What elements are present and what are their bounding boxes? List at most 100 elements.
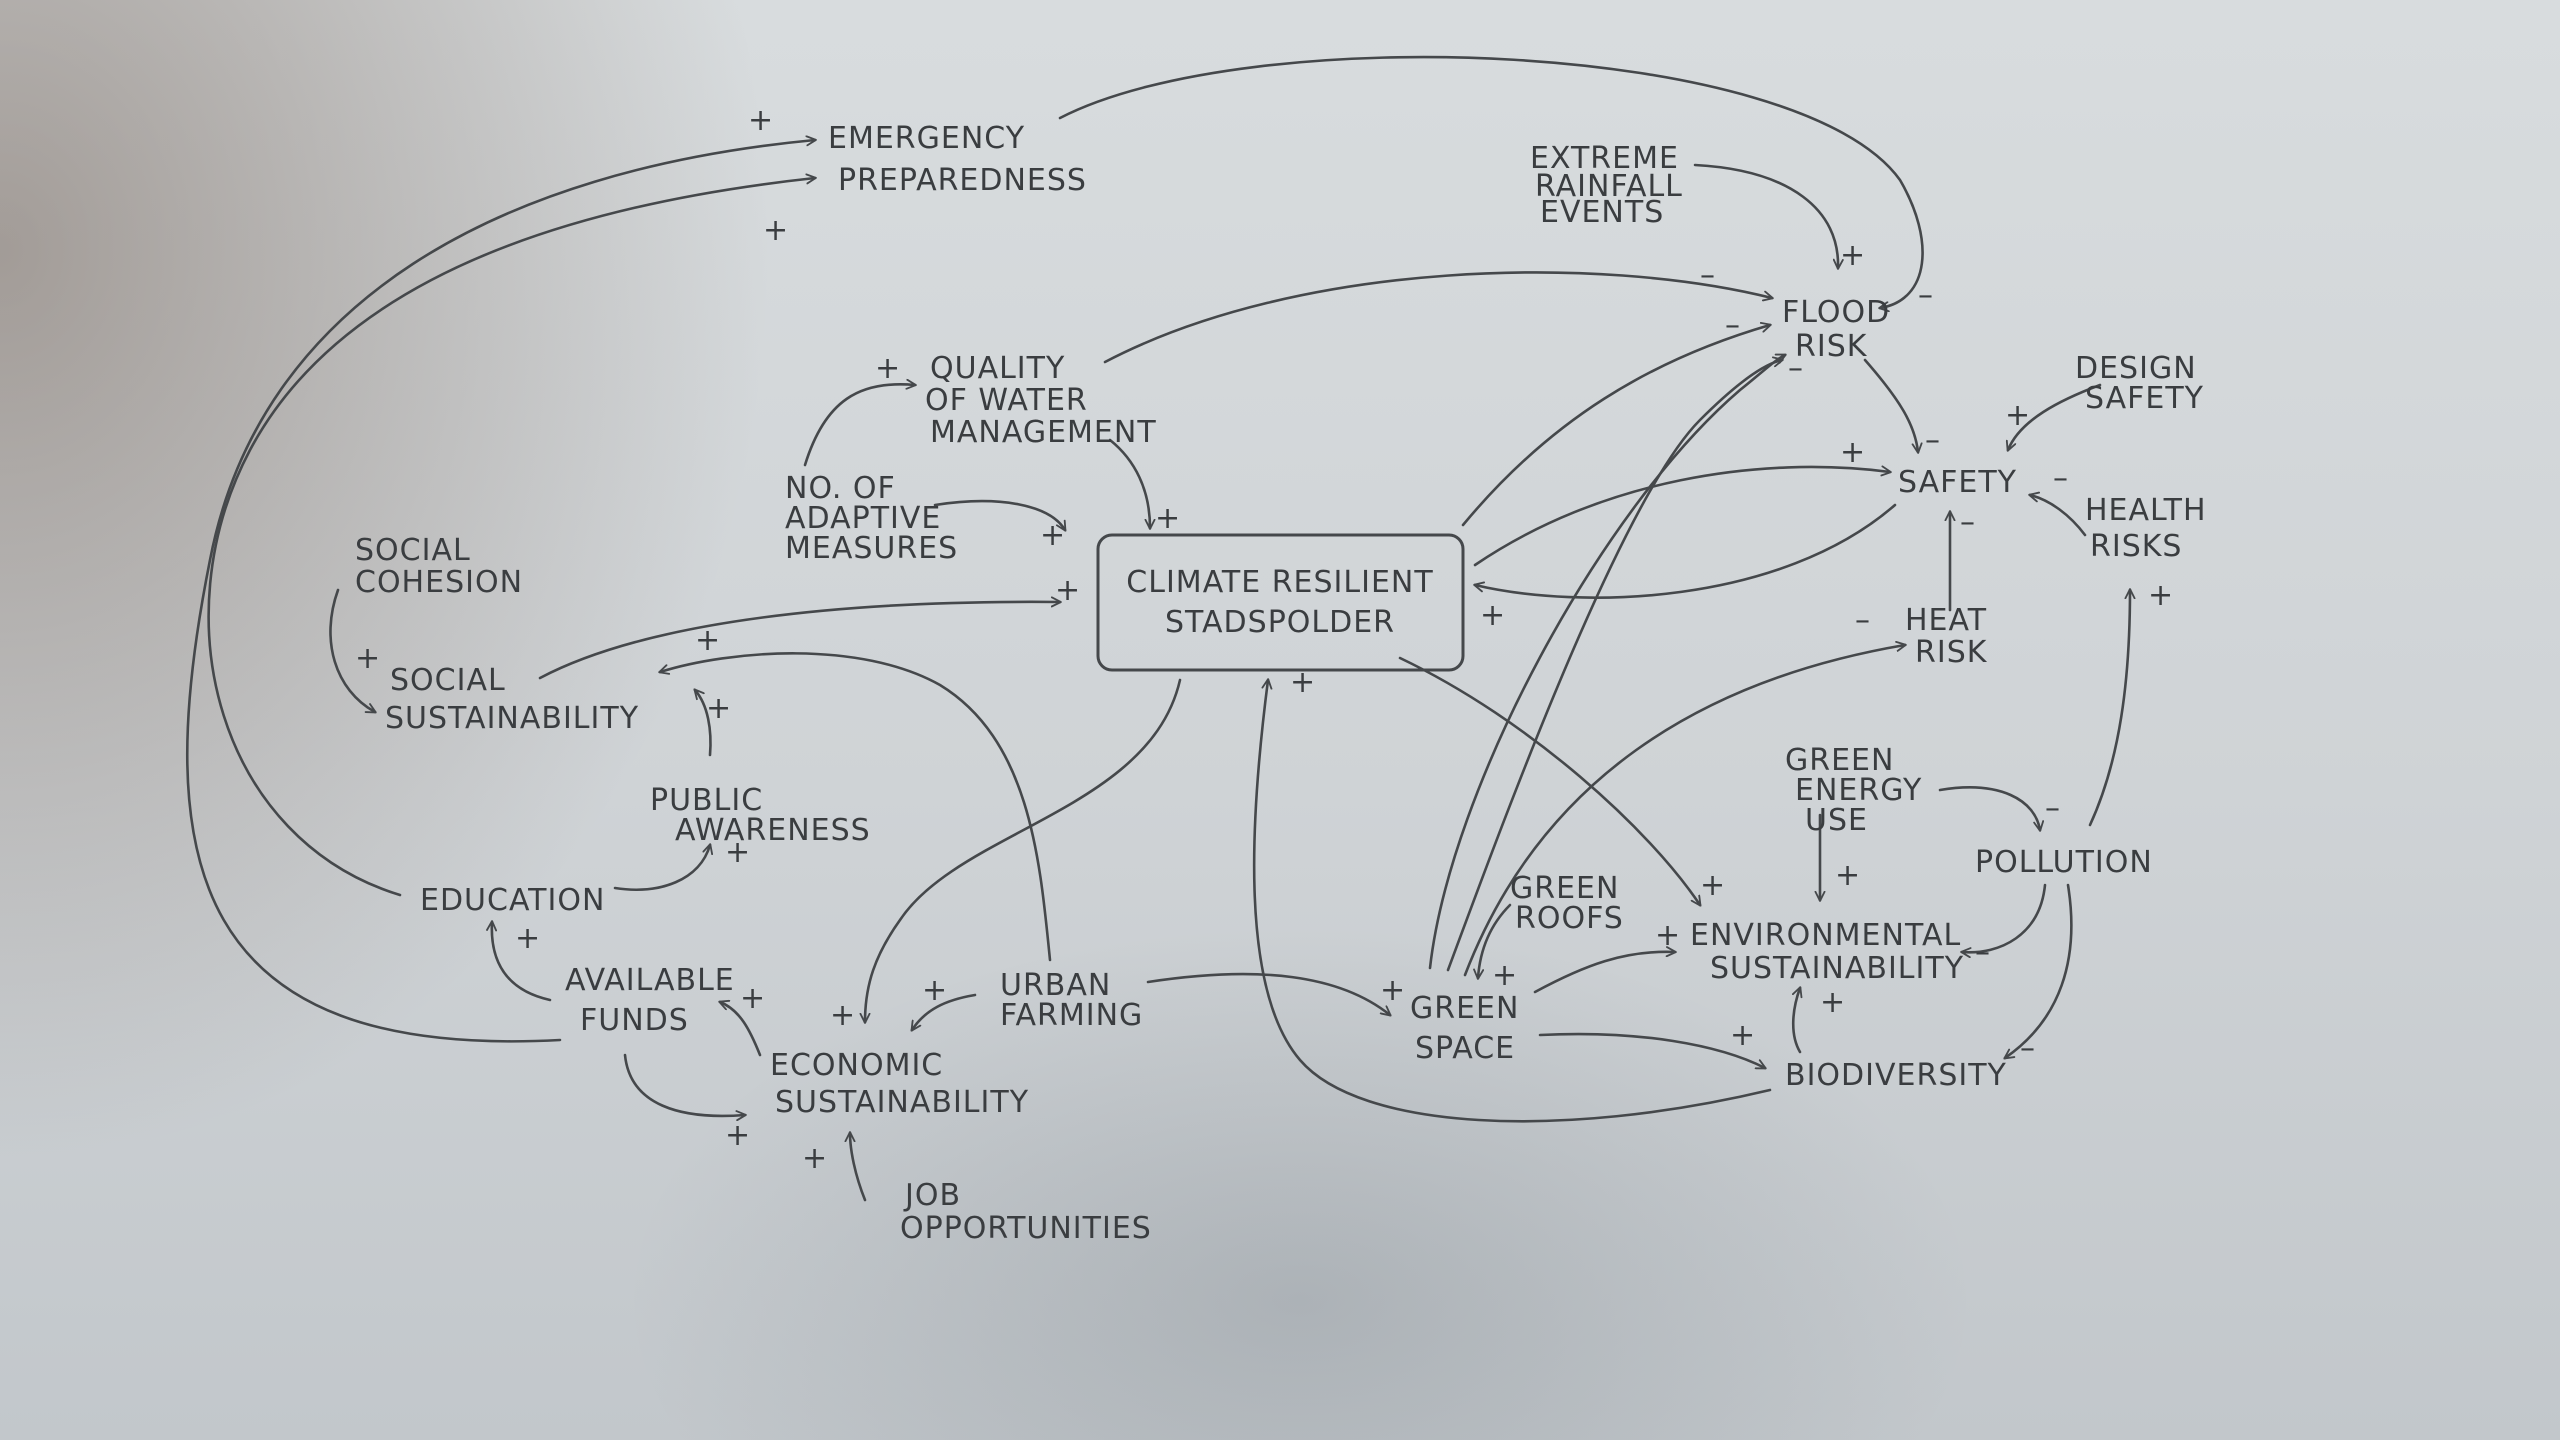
node-line: AWARENESS (675, 813, 871, 848)
node-line: SUSTAINABILITY (385, 701, 639, 736)
node-biodiversity: BIODIVERSITY (1785, 1058, 2006, 1093)
edge-health-to-safety (2028, 491, 2087, 537)
node-job-opportunities: JOB OPPORTUNITIES (900, 1178, 1152, 1246)
plus-sign: + (1492, 958, 1518, 993)
node-flood-risk: FLOOD RISK (1782, 295, 1889, 364)
node-line: CLIMATE RESILIENT (1126, 565, 1433, 600)
node-line: OPPORTUNITIES (900, 1211, 1152, 1246)
node-line: POLLUTION (1975, 845, 2153, 880)
minus-sign: – (1788, 351, 1804, 386)
minus-sign: – (1725, 308, 1741, 343)
minus-sign: – (2045, 791, 2061, 826)
node-green-space: GREEN SPACE (1410, 991, 1518, 1066)
node-green-energy: GREEN ENERGY USE (1785, 743, 1921, 838)
node-line: SUSTAINABILITY (775, 1085, 1029, 1120)
plus-sign: + (1730, 1018, 1756, 1053)
plus-sign: + (1290, 665, 1316, 700)
node-line: COHESION (355, 565, 523, 600)
edge-emergency-to-flood (1058, 55, 1924, 313)
node-line: PREPAREDNESS (838, 163, 1087, 198)
plus-sign: + (355, 641, 381, 676)
edge-biodiversity-to-env (1791, 986, 1803, 1054)
node-line: STADSPOLDER (1165, 605, 1395, 640)
node-adaptive-measures: NO. OF ADAPTIVE MEASURES (785, 471, 958, 566)
plus-sign: + (1040, 518, 1066, 553)
node-line: SOCIAL (390, 663, 506, 698)
node-line: EMERGENCY (828, 121, 1025, 156)
edge-climate-to-economic (859, 678, 1182, 1024)
node-line: OF WATER (925, 383, 1088, 418)
node-line: FUNDS (580, 1003, 689, 1038)
edge-education-to-awareness (613, 843, 714, 891)
node-line: ENVIRONMENTAL (1690, 918, 1961, 953)
node-line: HEALTH (2085, 493, 2207, 528)
node-education: EDUCATION (420, 883, 604, 918)
node-line: RISKS (2090, 529, 2182, 564)
node-line: MANAGEMENT (930, 415, 1157, 450)
minus-sign: – (2020, 1031, 2036, 1066)
node-climate-resilient[interactable]: CLIMATE RESILIENT STADSPOLDER (1126, 565, 1433, 640)
plus-sign: + (740, 981, 766, 1016)
plus-sign: + (1700, 868, 1726, 903)
edge-farming-to-greenspace (1146, 972, 1392, 1017)
minus-sign: – (2053, 461, 2069, 496)
edge-greenspace-to-heat (1463, 640, 1907, 977)
minus-sign: – (1975, 935, 1991, 970)
node-economic-sustainability: ECONOMIC SUSTAINABILITY (770, 1048, 1029, 1120)
node-line: RISK (1915, 635, 1988, 670)
node-quality-water: QUALITY OF WATER MANAGEMENT (925, 351, 1157, 450)
edge-climate-to-env (1398, 656, 1702, 907)
plus-sign: + (706, 691, 732, 726)
node-line: RAINFALL (1535, 169, 1683, 204)
node-public-awareness: PUBLIC AWARENESS (650, 783, 871, 848)
edge-climate-to-flood (1461, 321, 1772, 527)
node-line: DESIGN (2075, 351, 2197, 386)
plus-sign: + (1480, 598, 1506, 633)
node-emergency-preparedness: EMERGENCY PREPAREDNESS (828, 121, 1087, 198)
plus-sign: + (2005, 398, 2031, 433)
node-health-risks: HEALTH RISKS (2085, 493, 2207, 564)
plus-sign: + (763, 213, 789, 248)
node-safety: SAFETY (1898, 465, 2017, 500)
plus-sign: + (1820, 985, 1846, 1020)
edge-biodiversity-to-climate (1252, 678, 1772, 1123)
edge-farming-to-social (658, 652, 1052, 962)
node-line: ECONOMIC (770, 1048, 943, 1083)
node-line: GREEN (1785, 743, 1894, 778)
plus-sign: + (802, 1141, 828, 1176)
node-extreme-rainfall: EXTREME RAINFALL EVENTS (1530, 141, 1683, 230)
plus-sign: + (1840, 238, 1866, 273)
minus-sign: – (1960, 505, 1976, 540)
edge-funds-to-economic (623, 1053, 747, 1122)
plus-sign: + (1055, 573, 1081, 608)
node-line: AVAILABLE (565, 963, 735, 998)
node-line: SAFETY (1898, 465, 2017, 500)
node-heat-risk: HEAT RISK (1905, 603, 1988, 670)
node-line: SOCIAL (355, 533, 471, 568)
plus-sign: + (830, 998, 856, 1033)
node-environmental-sustainability: ENVIRONMENTAL SUSTAINABILITY (1690, 918, 1964, 986)
polarity-signs: + + + – – – – + + + – – – + + + + + – + … (355, 103, 2173, 1176)
node-line: MEASURES (785, 531, 958, 566)
plus-sign: + (922, 973, 948, 1008)
node-design-safety: DESIGN SAFETY (2075, 351, 2203, 416)
edge-economic-to-funds (718, 999, 762, 1057)
plus-sign: + (1840, 435, 1866, 470)
node-line: EVENTS (1540, 195, 1664, 230)
edge-pollution-to-health (2088, 588, 2136, 827)
node-line: URBAN (1000, 968, 1111, 1003)
node-line: ROOFS (1515, 901, 1624, 936)
edge-greenspace-to-flood-a (1428, 353, 1787, 970)
edge-pollution-to-biodiversity (2003, 883, 2073, 1060)
edge-water-to-flood (1103, 271, 1774, 364)
node-line: FARMING (1000, 998, 1143, 1033)
plus-sign: + (748, 103, 774, 138)
plus-sign: + (725, 835, 751, 870)
node-line: SUSTAINABILITY (1710, 951, 1964, 986)
node-social-cohesion: SOCIAL COHESION (355, 533, 523, 600)
node-available-funds: AVAILABLE FUNDS (565, 963, 735, 1038)
node-line: JOB (903, 1178, 961, 1213)
node-line: QUALITY (930, 351, 1065, 386)
edge-design-to-safety (2005, 383, 2102, 452)
